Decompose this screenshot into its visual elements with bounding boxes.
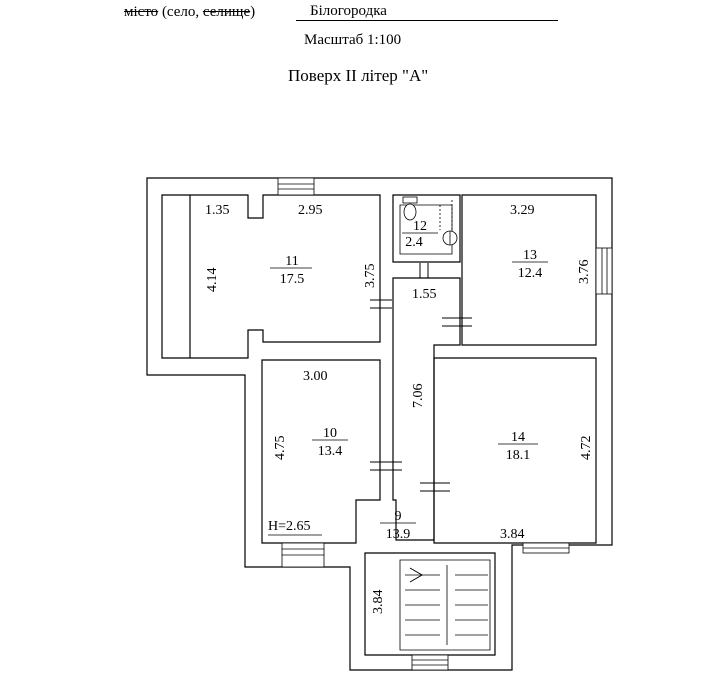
dim-3-84-bottom: 3.84 [500, 527, 525, 542]
dim-3-75: 3.75 [363, 264, 378, 289]
room-10-number: 10 [323, 426, 337, 441]
dim-7-06: 7.06 [411, 384, 426, 409]
settlement-struck-word: селище [202, 4, 251, 20]
stair-wall [364, 552, 496, 656]
height-note: H=2.65 [268, 519, 311, 534]
dim-4-14: 4.14 [205, 268, 220, 293]
floor-title: Поверх II літер "А" [288, 66, 429, 85]
room-11-area: 17.5 [280, 272, 305, 287]
window-right-room13 [595, 247, 613, 295]
room-14-area: 18.1 [506, 448, 531, 463]
room-9-area: 13.9 [386, 527, 411, 542]
room-11-number: 11 [285, 254, 298, 269]
room-12-number: 12 [413, 219, 427, 234]
window-top-room11 [277, 177, 315, 196]
dim-4-72: 4.72 [579, 436, 594, 461]
dim-3-76: 3.76 [577, 260, 592, 285]
scale-label: Масштаб 1:100 [304, 32, 402, 48]
dim-2-95: 2.95 [298, 203, 323, 218]
room-13-number: 13 [523, 248, 537, 263]
dim-3-00: 3.00 [303, 369, 328, 384]
stair-treads [405, 565, 488, 645]
dim-1-55: 1.55 [412, 287, 437, 302]
room-11-wall [161, 194, 381, 359]
room-13-area: 12.4 [518, 266, 543, 281]
room-12-wall [392, 194, 461, 263]
window-left-room11 [161, 194, 191, 359]
room-9-number: 9 [395, 509, 402, 524]
shower-icon [439, 200, 458, 246]
room-12-inner-wall [399, 204, 453, 255]
dim-3-84-stair: 3.84 [371, 590, 386, 615]
corridor-9-wall [392, 277, 461, 541]
paren-close: ) [250, 4, 256, 20]
dim-4-75: 4.75 [273, 436, 288, 461]
room-labels: 11 17.5 12 2.4 13 12.4 10 13.4 14 18.1 9… [270, 219, 548, 542]
room-12-area: 2.4 [405, 235, 423, 250]
dim-3-29: 3.29 [510, 203, 535, 218]
room-10-wall [261, 359, 381, 544]
window-bottom-stair [411, 654, 449, 671]
room-10-area: 13.4 [318, 444, 343, 459]
room-14-number: 14 [511, 430, 525, 445]
city-paren-open: (село, [158, 4, 203, 20]
town-name: Білогородка [310, 3, 387, 19]
door-marks [370, 263, 472, 492]
settlement-type-label: місто (село, селище) [124, 4, 255, 21]
room-13-wall [461, 194, 597, 346]
dim-1-35: 1.35 [205, 203, 230, 218]
city-struck-word: місто [124, 4, 159, 20]
dimension-labels: 1.35 2.95 3.29 4.14 3.75 3.76 1.55 3.00 … [205, 203, 594, 614]
town-underline [296, 20, 558, 21]
outer-wall [146, 177, 613, 671]
stair-inner [399, 559, 491, 651]
windows [161, 177, 613, 671]
toilet-icon [402, 196, 418, 221]
